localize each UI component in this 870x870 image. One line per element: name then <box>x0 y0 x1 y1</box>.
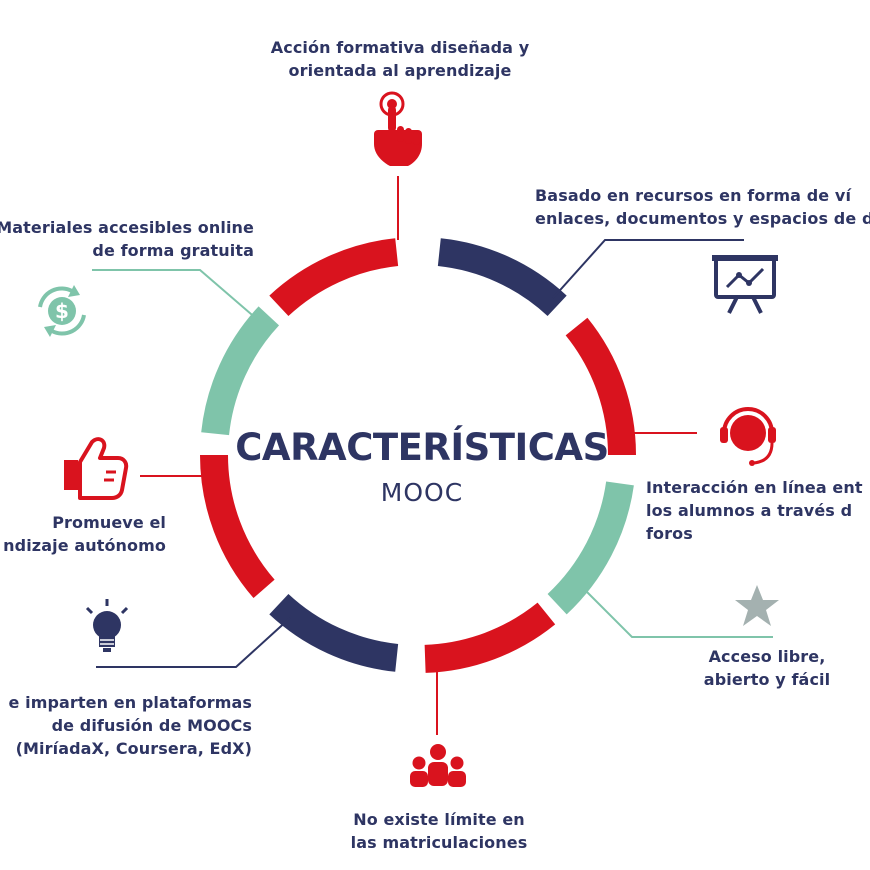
ring-segment-accion-formativa <box>269 238 399 317</box>
thumbs-up-icon <box>64 437 129 500</box>
dollar-cycle-icon: $ <box>38 285 86 337</box>
feature-label-gratuita: Materiales accesibles online de forma gr… <box>0 218 254 260</box>
feature-label-autonomo: Promueve el ndizaje autónomo <box>3 513 166 555</box>
segmented-ring <box>200 238 636 673</box>
ring-segment-autonomo <box>200 455 275 599</box>
ring-segment-interaccion <box>565 317 636 455</box>
lightbulb-icon <box>85 599 129 652</box>
presentation-board-icon <box>712 255 778 314</box>
star-icon <box>735 585 779 626</box>
feature-label-matriculaciones: No existe límite en las matriculaciones <box>350 810 528 852</box>
center-title: CARACTERÍSTICAS <box>235 426 609 469</box>
group-people-icon <box>410 744 466 787</box>
connector-gratuita <box>92 269 259 321</box>
ring-segment-acceso <box>547 481 634 615</box>
ring-segment-matriculaciones <box>424 602 556 673</box>
feature-label-acceso: Acceso libre, abierto y fácil <box>703 647 831 689</box>
connector-plataformas <box>96 617 291 668</box>
center-subtitle: MOOC <box>380 478 464 507</box>
ring-segment-gratuita <box>201 306 280 436</box>
hand-pointer-icon <box>374 91 422 166</box>
connector-acceso <box>584 589 773 638</box>
feature-label-accion-formativa: Acción formativa diseñada y orientada al… <box>270 38 530 80</box>
headset-icon <box>720 407 776 466</box>
feature-label-interaccion: Interacción en línea ent los alumnos a t… <box>646 478 863 543</box>
feature-label-plataformas: e imparten en plataformas de difusión de… <box>8 693 252 758</box>
icons: $ <box>38 91 779 787</box>
svg-text:$: $ <box>55 299 69 323</box>
ring-segment-plataformas <box>269 593 399 672</box>
connector-recursos <box>552 239 744 299</box>
connector-lines <box>92 176 773 735</box>
ring-segment-recursos <box>437 238 567 317</box>
feature-label-recursos: Basado en recursos en forma de ví enlace… <box>535 186 870 228</box>
